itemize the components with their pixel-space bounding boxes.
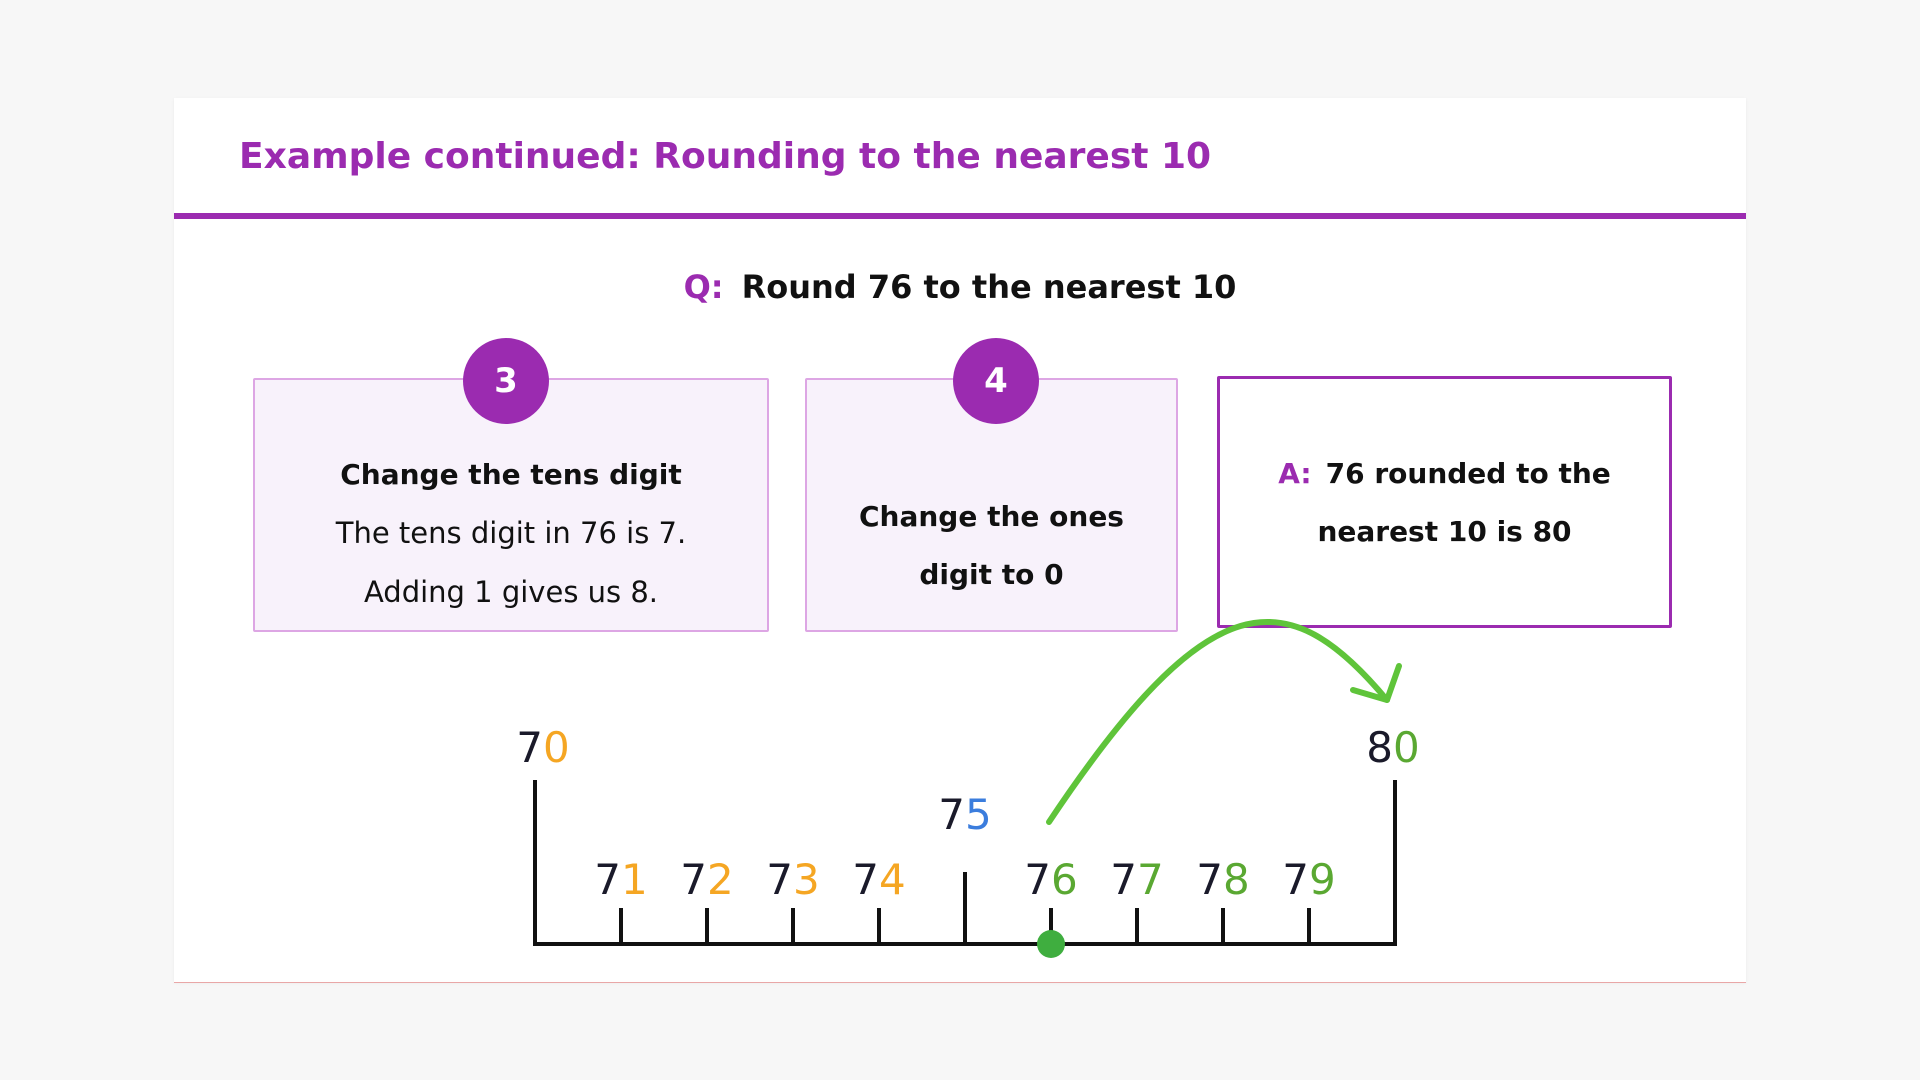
label-73: 73 bbox=[766, 855, 819, 904]
label-76-tens: 7 bbox=[1024, 855, 1051, 904]
label-74-ones: 4 bbox=[879, 855, 906, 904]
answer-line-1: A: 76 rounded to the bbox=[1220, 445, 1669, 503]
rounding-arrow-head bbox=[1350, 663, 1402, 703]
label-74: 74 bbox=[852, 855, 905, 904]
label-70: 70 bbox=[516, 723, 569, 772]
step-4-badge: 4 bbox=[953, 338, 1039, 424]
title-divider bbox=[174, 213, 1746, 219]
label-72-tens: 7 bbox=[680, 855, 707, 904]
label-70-tens: 7 bbox=[516, 723, 543, 772]
answer-card: A: 76 rounded to the nearest 10 is 80 bbox=[1217, 376, 1672, 628]
marked-value-dot bbox=[1037, 930, 1065, 958]
question-label: Q: bbox=[683, 268, 724, 306]
label-77-tens: 7 bbox=[1110, 855, 1137, 904]
label-73-tens: 7 bbox=[766, 855, 793, 904]
label-79: 79 bbox=[1282, 855, 1335, 904]
label-74-tens: 7 bbox=[852, 855, 879, 904]
step-3-line-2: Adding 1 gives us 8. bbox=[363, 575, 659, 609]
label-75: 75 bbox=[938, 790, 991, 839]
label-71-tens: 7 bbox=[594, 855, 621, 904]
label-79-tens: 7 bbox=[1282, 855, 1309, 904]
label-72-ones: 2 bbox=[707, 855, 734, 904]
slide: Example continued: Rounding to the neare… bbox=[174, 98, 1746, 983]
label-76-ones: 6 bbox=[1051, 855, 1078, 904]
label-71-ones: 1 bbox=[621, 855, 648, 904]
answer-line-2: nearest 10 is 80 bbox=[1317, 515, 1572, 548]
step-3-line-1: The tens digit in 76 is 7. bbox=[335, 516, 687, 550]
label-71: 71 bbox=[594, 855, 647, 904]
rounding-arrow bbox=[1046, 619, 1390, 825]
step-4-heading-line-2: digit to 0 bbox=[919, 558, 1064, 591]
label-76: 76 bbox=[1024, 855, 1077, 904]
step-4-heading-line-1: Change the ones bbox=[859, 500, 1124, 533]
label-78-tens: 7 bbox=[1196, 855, 1223, 904]
label-77: 77 bbox=[1110, 855, 1163, 904]
step-3-heading: Change the tens digit bbox=[340, 458, 682, 491]
label-75-ones: 5 bbox=[965, 790, 992, 839]
label-72: 72 bbox=[680, 855, 733, 904]
label-77-ones: 7 bbox=[1137, 855, 1164, 904]
slide-bottom-edge bbox=[174, 982, 1746, 983]
label-78: 78 bbox=[1196, 855, 1249, 904]
step-3-badge: 3 bbox=[463, 338, 549, 424]
label-78-ones: 8 bbox=[1223, 855, 1250, 904]
question: Q: Round 76 to the nearest 10 bbox=[174, 268, 1746, 306]
label-80-ones: 0 bbox=[1393, 723, 1420, 772]
page-title: Example continued: Rounding to the neare… bbox=[239, 136, 1212, 177]
answer-text-1: 76 rounded to the bbox=[1325, 457, 1611, 490]
label-75-tens: 7 bbox=[938, 790, 965, 839]
label-80-tens: 8 bbox=[1366, 723, 1393, 772]
label-80: 80 bbox=[1366, 723, 1419, 772]
label-70-ones: 0 bbox=[543, 723, 570, 772]
answer-label: A: bbox=[1278, 457, 1312, 490]
question-text: Round 76 to the nearest 10 bbox=[741, 268, 1237, 306]
label-73-ones: 3 bbox=[793, 855, 820, 904]
label-79-ones: 9 bbox=[1309, 855, 1336, 904]
